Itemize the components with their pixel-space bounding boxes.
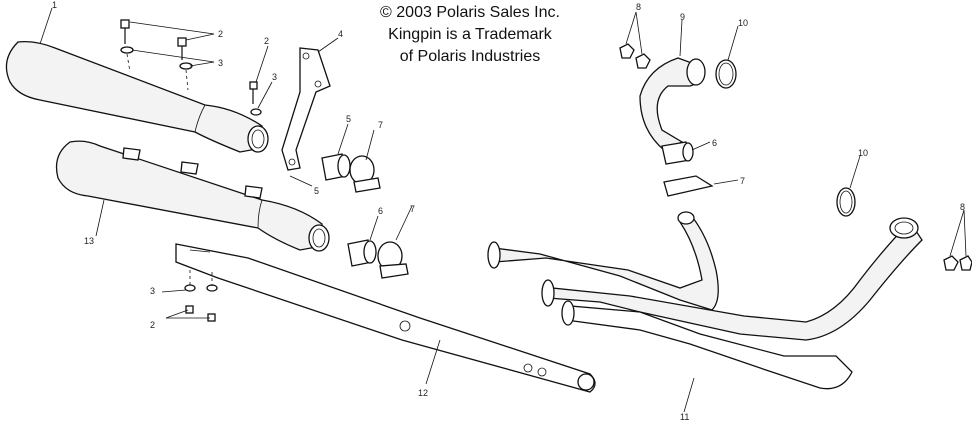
callout-1: 1 <box>52 0 57 10</box>
trademark-owner-line: of Polaris Industries <box>399 48 541 65</box>
leader-lines <box>39 7 967 413</box>
callout-12: 12 <box>418 388 428 398</box>
callout-7: 7 <box>378 120 383 130</box>
callout-numbers: 1 2 3 2 3 4 5 7 5 6 7 13 3 2 12 11 8 9 1… <box>52 0 965 422</box>
head-pipe-elbow <box>639 57 737 197</box>
lower-fasteners <box>184 270 218 322</box>
left-clamps <box>321 153 409 279</box>
lower-muffler <box>55 140 330 252</box>
callout-3: 3 <box>218 58 223 68</box>
callout-8: 8 <box>960 202 965 212</box>
gasket-right <box>836 187 856 217</box>
callout-2: 2 <box>150 320 155 330</box>
callout-9: 9 <box>680 12 685 22</box>
callout-11: 11 <box>680 412 689 422</box>
callout-10: 10 <box>738 18 748 28</box>
callout-7: 7 <box>410 204 415 214</box>
callout-3: 3 <box>272 72 277 82</box>
callout-2: 2 <box>218 29 223 39</box>
muffler-bracket <box>281 47 331 171</box>
copyright-notice: © 2003 Polaris Sales Inc. Kingpin is a T… <box>300 2 640 68</box>
callout-3: 3 <box>150 286 155 296</box>
callout-13: 13 <box>84 236 94 246</box>
heat-shield-rail <box>175 243 596 393</box>
trademark-line: Kingpin is a Trademark <box>388 26 552 43</box>
mount-tabs <box>122 147 263 199</box>
callout-6: 6 <box>378 206 383 216</box>
callout-10: 10 <box>858 148 868 158</box>
callout-5: 5 <box>314 186 319 196</box>
copyright-line: © 2003 Polaris Sales Inc. <box>380 4 560 21</box>
callout-8: 8 <box>636 2 641 12</box>
callout-2: 2 <box>264 36 269 46</box>
upper-muffler <box>5 40 269 153</box>
callout-6: 6 <box>712 138 717 148</box>
callout-4: 4 <box>338 29 343 39</box>
callout-5: 5 <box>346 114 351 124</box>
header-pipe-assembly <box>487 211 923 390</box>
upper-fasteners <box>120 19 262 116</box>
nuts-right <box>619 43 972 271</box>
callout-7: 7 <box>740 176 745 186</box>
